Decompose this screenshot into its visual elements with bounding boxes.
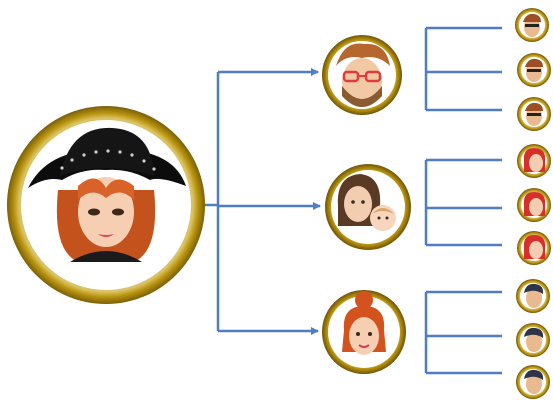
red-hair-woman-avatar <box>517 231 551 265</box>
leaf-group-3 <box>516 279 550 399</box>
mother-with-baby-avatar <box>325 164 411 250</box>
leaf-connectors <box>424 26 502 375</box>
root-connectors <box>204 68 321 335</box>
red-hair-woman-avatar <box>517 188 551 222</box>
man-sunglasses-avatar <box>517 97 551 131</box>
leaf-group-1 <box>515 8 551 131</box>
man-sunglasses-avatar <box>515 8 549 42</box>
dark-hair-man-avatar <box>516 323 550 357</box>
red-hair-woman-avatar <box>517 144 551 178</box>
dark-hair-man-avatar <box>516 365 550 399</box>
man-red-glasses-beard-avatar <box>322 35 402 115</box>
red-hair-bun-woman-avatar <box>322 290 406 374</box>
woman-wide-brim-hat-avatar <box>7 106 205 304</box>
dark-hair-man-avatar <box>516 279 550 313</box>
leaf-group-2 <box>517 144 551 265</box>
man-sunglasses-avatar <box>517 53 551 87</box>
